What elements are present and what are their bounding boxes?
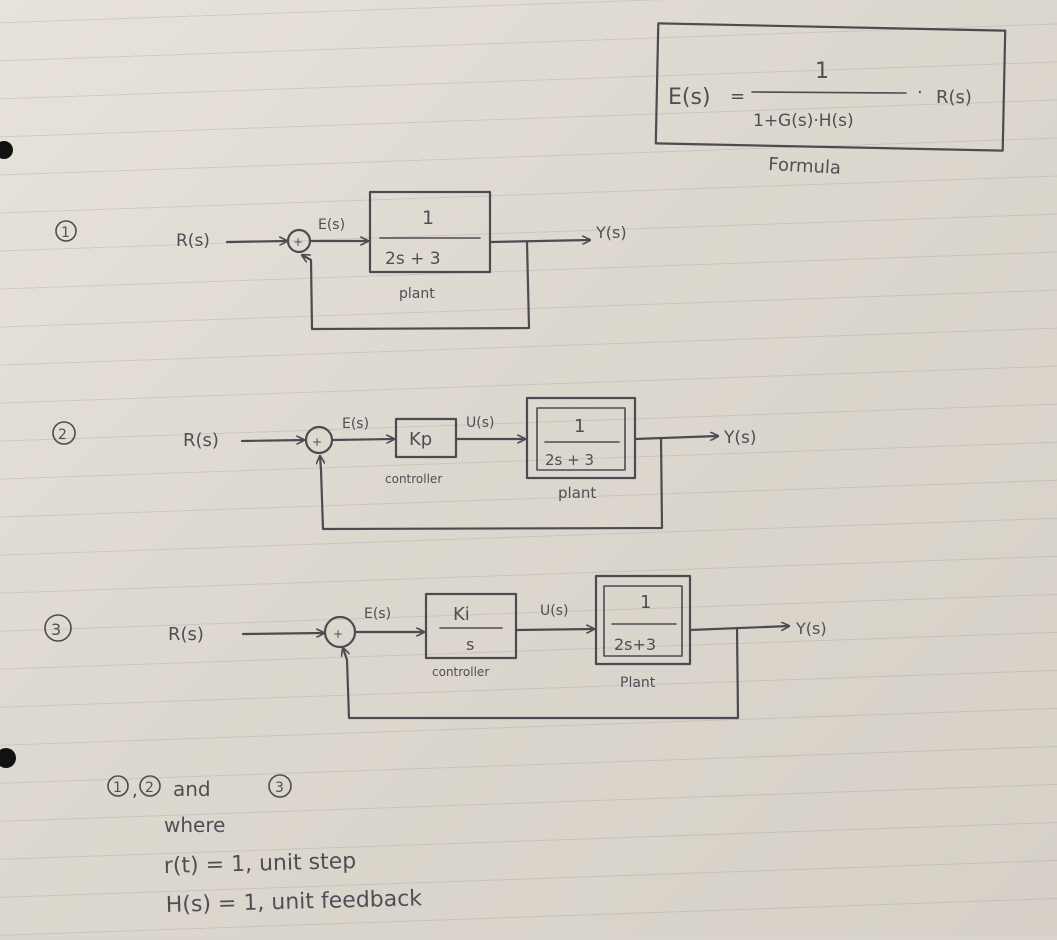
binder-hole-top (0, 141, 13, 159)
diagram-1-junction-sign: + (293, 235, 303, 249)
diagram-3-signal-label: U(s) (540, 603, 568, 619)
diagram-1-number-circle (55, 220, 77, 242)
notes-circle-1 (107, 775, 129, 797)
diagram-3-output-arrow (688, 626, 791, 632)
formula-denominator: 1+G(s)·H(s) (753, 111, 854, 131)
diagram-2: 2 R(s) + E(s) Kp controller U(s) 1 2s + … (52, 396, 757, 531)
diagram-3-feedback-path (343, 626, 740, 720)
diagram-3-output: Y(s) (795, 619, 827, 638)
diagram-1-error-label: E(s) (318, 217, 345, 233)
diagram-3-plant-inner-box (603, 585, 683, 657)
notes-comma: , (132, 780, 138, 801)
formula-numerator: 1 (815, 59, 829, 84)
diagram-2-error-arrow (330, 439, 396, 440)
diagram-3: 3 R(s) + E(s) Ki s controller U(s) 1 2s+… (44, 574, 827, 720)
diagram-2-plant-numerator: 1 (574, 416, 585, 437)
diagram-1-input: R(s) (176, 231, 210, 251)
diagram-1-plant-denominator: 2s + 3 (385, 249, 441, 269)
formula-fraction-bar (751, 91, 907, 94)
diagram-2-error-label: E(s) (342, 416, 369, 432)
formula-box: E(s) = 1 1+G(s)·H(s) · R(s) (654, 22, 1007, 152)
diagram-2-number-circle (52, 421, 76, 445)
formula-caption: Formula (768, 154, 842, 179)
diagram-3-number-circle (44, 614, 72, 642)
diagram-2-input: R(s) (183, 430, 219, 451)
diagram-3-controller-denominator: s (466, 635, 474, 654)
diagram-2-plant-caption: plant (558, 484, 596, 502)
notes-line-2: H(s) = 1, unit feedback (166, 886, 423, 918)
diagram-3-plant-denominator: 2s+3 (614, 635, 656, 654)
formula-dot: · (917, 82, 923, 103)
diagram-2-junction-sign: + (312, 435, 322, 449)
notes-number-2: 2 (145, 780, 154, 796)
notes-circle-3 (268, 774, 292, 798)
diagram-2-input-arrow (240, 440, 306, 441)
notes-and: and (173, 777, 211, 801)
notes-line-1: r(t) = 1, unit step (164, 849, 357, 879)
diagram-1-input-arrow (225, 241, 289, 242)
diagram-3-plant-box (594, 574, 692, 666)
diagram-2-plant-denominator: 2s + 3 (545, 451, 594, 469)
diagram-2-output-arrow (633, 436, 720, 439)
diagram-1-output-arrow (488, 240, 592, 242)
diagram-1-feedback-path (302, 240, 531, 331)
diagram-2-signal-label: U(s) (466, 415, 494, 431)
diagram-3-input: R(s) (168, 624, 204, 645)
notes-circle-2 (139, 775, 161, 797)
formula-rhs: R(s) (936, 87, 972, 108)
diagram-2-plant-inner-box (536, 407, 626, 471)
diagram-1-plant-caption: plant (399, 286, 435, 302)
notes-where: where (164, 813, 225, 837)
diagram-3-controller-numerator: Ki (453, 604, 470, 625)
diagram-3-controller-caption: controller (432, 665, 489, 679)
diagram-2-controller-caption: controller (385, 472, 442, 486)
diagram-3-signal-arrow (514, 629, 596, 630)
diagram-3-junction-sign: + (333, 627, 343, 641)
diagram-3-plant-numerator: 1 (640, 592, 651, 613)
diagram-3-error-label: E(s) (364, 606, 391, 622)
notes-number-1: 1 (113, 780, 122, 796)
binder-hole-bottom (0, 748, 16, 768)
notes-number-3: 3 (275, 780, 284, 796)
diagram-3-plant-caption: Plant (620, 675, 656, 691)
diagram-2-controller-label: Kp (409, 429, 432, 450)
formula-lhs: E(s) (668, 85, 711, 110)
diagram-3-controller-box (424, 592, 518, 660)
diagram-2-number: 2 (58, 427, 67, 443)
diagram-2-feedback-path (320, 436, 664, 531)
diagram-1: 1 R(s) + E(s) 1 2s + 3 plant Y(s) (55, 190, 627, 331)
diagram-3-number: 3 (51, 620, 61, 639)
diagram-1-output: Y(s) (595, 223, 627, 242)
diagram-3-input-arrow (241, 633, 326, 634)
diagram-1-plant-box (368, 190, 492, 274)
diagram-1-plant-numerator: 1 (422, 207, 434, 229)
diagram-1-number: 1 (61, 225, 70, 241)
formula-equals: = (730, 86, 745, 107)
diagram-2-output: Y(s) (723, 428, 757, 448)
notes: 1 , 2 and 3 where r(t) = 1, unit step H(… (107, 774, 423, 918)
